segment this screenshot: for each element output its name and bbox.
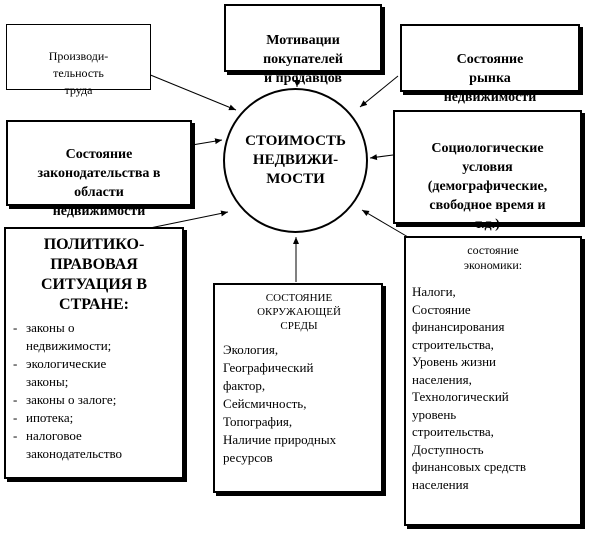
environment-body: Экология, Географический фактор, Сейсмич…: [223, 342, 337, 465]
list-item: законы о недвижимости;: [10, 319, 178, 355]
arrow-economy: [361, 209, 409, 238]
labor-productivity-box: Производи- тельность труда: [6, 24, 151, 97]
economy-box: состояние экономики: Налоги, Состояние ф…: [404, 236, 582, 526]
list-item: ипотека;: [10, 409, 178, 427]
political-legal-list: законы о недвижимости; экологические зак…: [10, 319, 178, 463]
list-item: экологические законы;: [10, 355, 178, 391]
legislation-box: Состояние законодательства в области нед…: [6, 120, 192, 219]
economy-body: Налоги, Состояние финансирования строите…: [412, 284, 527, 492]
arrow-labor: [147, 73, 237, 111]
motivation-box: Мотивации покупателей и продавцов: [224, 4, 382, 86]
center-circle: СТОИМОСТЬ НЕДВИЖИ- МОСТИ: [223, 88, 368, 233]
political-legal-title: ПОЛИТИКО- ПРАВОВАЯ СИТУАЦИЯ В СТРАНЕ:: [40, 236, 148, 313]
market-state-box: Состояние рынка недвижимости: [400, 24, 580, 105]
social-conditions-label: Социологические условия (демографические…: [427, 141, 548, 232]
legislation-label: Состояние законодательства в области нед…: [37, 147, 161, 219]
market-state-label: Состояние рынка недвижимости: [443, 52, 537, 105]
environment-title: СОСТОЯНИЕ ОКРУЖАЮЩЕЙ СРЕДЫ: [257, 292, 341, 332]
list-item: налоговое законодательство: [10, 427, 178, 463]
arrow-market: [359, 75, 399, 108]
labor-productivity-label: Производи- тельность труда: [48, 49, 109, 97]
economy-title: состояние экономики:: [463, 243, 523, 272]
social-conditions-box: Социологические условия (демографические…: [393, 110, 582, 232]
political-legal-box: ПОЛИТИКО- ПРАВОВАЯ СИТУАЦИЯ В СТРАНЕ: за…: [4, 227, 184, 479]
arrow-social: [369, 154, 394, 161]
arrow-political: [149, 210, 229, 229]
environment-box: СОСТОЯНИЕ ОКРУЖАЮЩЕЙ СРЕДЫ Экология, Гео…: [213, 283, 383, 493]
center-title: СТОИМОСТЬ НЕДВИЖИ- МОСТИ: [245, 133, 346, 187]
arrow-legislation: [191, 138, 223, 146]
list-item: законы о залоге;: [10, 391, 178, 409]
motivation-label: Мотивации покупателей и продавцов: [263, 33, 343, 86]
